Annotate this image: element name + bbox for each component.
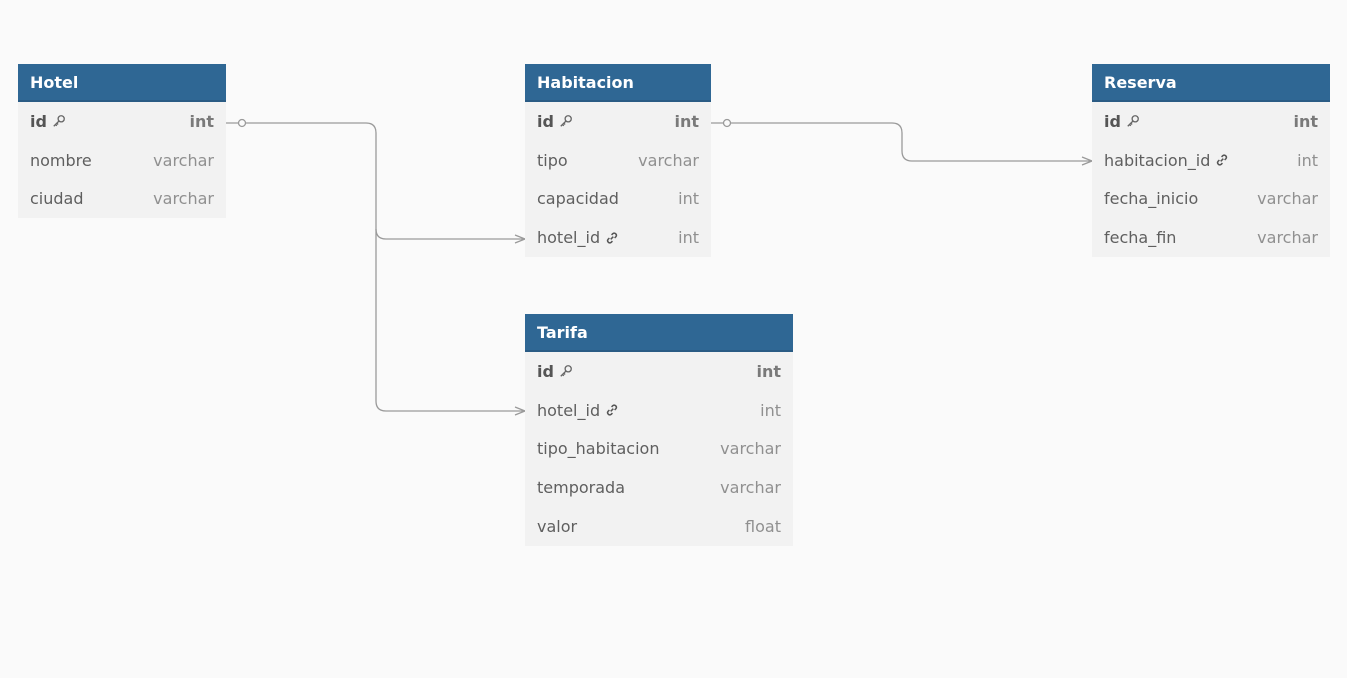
column-type: int [756, 361, 781, 381]
many-marker [514, 406, 526, 416]
column-name: id [537, 361, 554, 381]
column-name: id [30, 111, 47, 131]
table-header-hotel[interactable]: Hotel [18, 64, 226, 102]
column-name: tipo [537, 150, 568, 170]
column-type: int [1293, 111, 1318, 131]
link-icon [1214, 152, 1230, 168]
column-row-tarifa-valor[interactable]: valor float [525, 507, 793, 546]
column-name: valor [537, 517, 578, 537]
key-icon [558, 363, 574, 379]
column-type: varchar [720, 478, 781, 498]
column-row-reserva-id[interactable]: id int [1092, 102, 1330, 141]
column-type: varchar [1257, 189, 1318, 209]
link-icon [604, 230, 620, 246]
column-name: capacidad [537, 189, 619, 209]
column-row-reserva-fecha-fin[interactable]: fecha_fin varchar [1092, 218, 1330, 257]
column-row-habitacion-tipo[interactable]: tipo varchar [525, 141, 711, 180]
column-name: fecha_fin [1104, 228, 1177, 248]
many-marker [1081, 156, 1093, 166]
relation-hotel-tarifa [375, 229, 525, 412]
column-name: ciudad [30, 189, 84, 209]
column-row-tarifa-temporada[interactable]: temporada varchar [525, 468, 793, 507]
column-row-tarifa-id[interactable]: id int [525, 352, 793, 391]
column-type: varchar [638, 150, 699, 170]
column-type: int [674, 111, 699, 131]
one-marker [237, 118, 247, 128]
table-habitacion[interactable]: Habitacion id int tipo varchar capacidad… [525, 64, 711, 258]
column-name: nombre [30, 150, 92, 170]
column-name: fecha_inicio [1104, 189, 1199, 209]
column-type: int [678, 189, 699, 209]
column-row-reserva-habitacion-id[interactable]: habitacion_id int [1092, 141, 1330, 180]
table-reserva[interactable]: Reserva id int habitacion_id int fecha_i… [1092, 64, 1330, 258]
column-row-tarifa-tipo-habitacion[interactable]: tipo_habitacion varchar [525, 430, 793, 469]
table-header-reserva[interactable]: Reserva [1092, 64, 1330, 102]
column-name: hotel_id [537, 228, 601, 248]
column-row-habitacion-hotel-id[interactable]: hotel_id int [525, 218, 711, 257]
relation-habitacion-reserva [711, 122, 1092, 162]
column-type: int [189, 111, 214, 131]
column-name: temporada [537, 478, 625, 498]
column-type: varchar [720, 439, 781, 459]
column-name: tipo_habitacion [537, 439, 660, 459]
column-name: id [1104, 111, 1121, 131]
column-type: int [1297, 150, 1318, 170]
column-type: int [678, 228, 699, 248]
table-header-tarifa[interactable]: Tarifa [525, 314, 793, 352]
key-icon [51, 113, 67, 129]
column-type: varchar [153, 150, 214, 170]
column-type: int [760, 400, 781, 420]
column-name: hotel_id [537, 400, 601, 420]
key-icon [558, 113, 574, 129]
table-header-habitacion[interactable]: Habitacion [525, 64, 711, 102]
column-row-reserva-fecha-inicio[interactable]: fecha_inicio varchar [1092, 180, 1330, 219]
many-marker [514, 234, 526, 244]
column-row-tarifa-hotel-id[interactable]: hotel_id int [525, 391, 793, 430]
relation-hotel-habitacion [226, 122, 525, 240]
column-row-hotel-nombre[interactable]: nombre varchar [18, 141, 226, 180]
table-tarifa[interactable]: Tarifa id int hotel_id int tipo_habitaci… [525, 314, 793, 546]
column-row-habitacion-id[interactable]: id int [525, 102, 711, 141]
column-type: float [745, 517, 781, 537]
column-name: id [537, 111, 554, 131]
key-icon [1125, 113, 1141, 129]
column-row-habitacion-capacidad[interactable]: capacidad int [525, 180, 711, 219]
column-row-hotel-ciudad[interactable]: ciudad varchar [18, 180, 226, 219]
column-row-hotel-id[interactable]: id int [18, 102, 226, 141]
column-name: habitacion_id [1104, 150, 1211, 170]
column-type: varchar [153, 189, 214, 209]
table-hotel[interactable]: Hotel id int nombre varchar ciudad varch… [18, 64, 226, 219]
one-marker [722, 118, 732, 128]
column-type: varchar [1257, 228, 1318, 248]
link-icon [604, 402, 620, 418]
